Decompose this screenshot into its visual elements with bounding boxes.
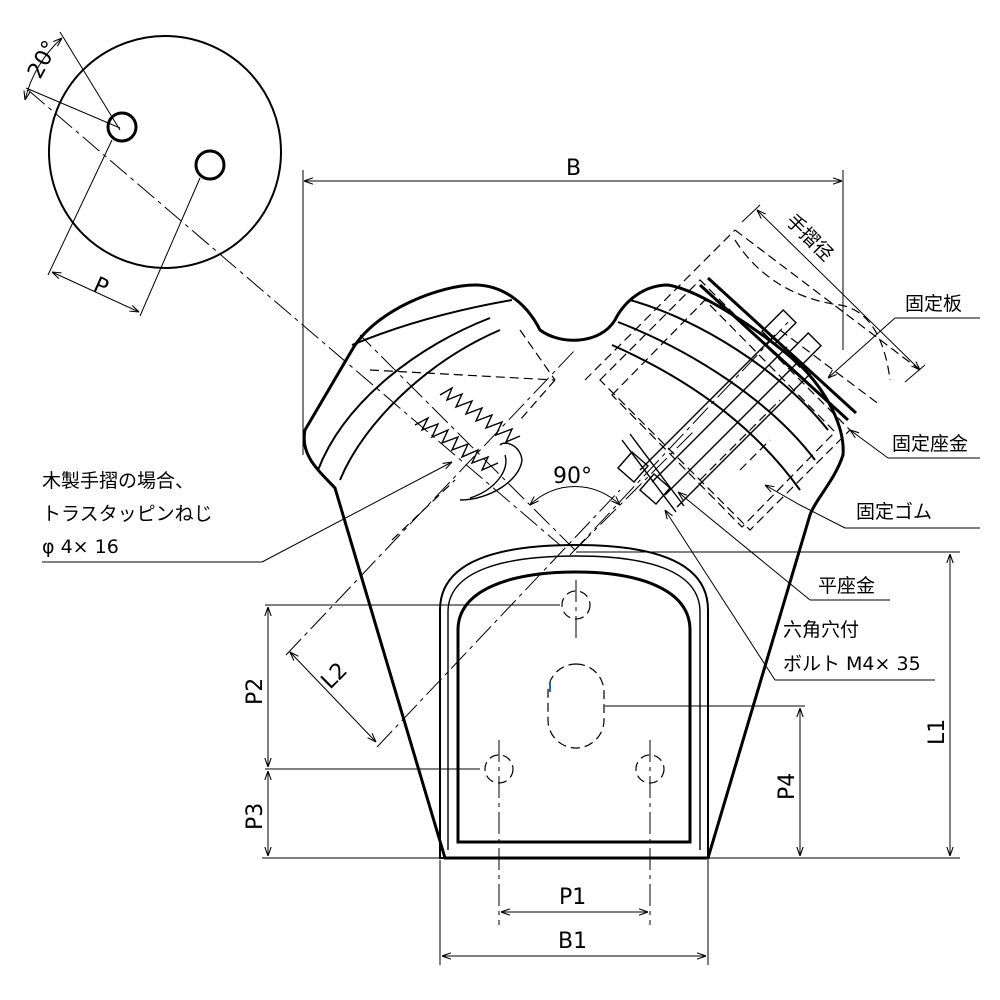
callout-fixing-plate: 固定板 (905, 293, 962, 315)
dim-P1: P1 (501, 885, 648, 912)
dim-B1-label: B1 (558, 929, 587, 954)
callout-wood-line3: φ 4× 16 (42, 536, 119, 558)
dim-P-label: P (90, 273, 112, 301)
callout-hex-bolt-line2: ボルト M4× 35 (783, 653, 921, 675)
angle-20-label: 20° (23, 37, 63, 83)
callout-fixing-rubber: 固定ゴム (856, 501, 932, 523)
dim-handrail-diameter: 手摺径 (734, 204, 926, 383)
dim-L2: L2 (290, 652, 376, 742)
angle-90: 90° (359, 334, 696, 551)
screw-hole-left (106, 111, 138, 143)
callout-leaders (42, 317, 980, 681)
angle-90-label: 90° (553, 464, 592, 489)
callout-hex-bolt-line1: 六角穴付 (783, 619, 859, 641)
dim-L1-label: L1 (925, 719, 950, 745)
callout-fixing-seat-washer: 固定座金 (892, 433, 968, 455)
tapping-screw (414, 386, 523, 501)
dim-B1: B1 (442, 929, 706, 956)
callout-wood-line1: 木製手摺の場合、 (42, 470, 194, 492)
callout-flat-washer: 平座金 (818, 575, 875, 597)
dim-L2-label: L2 (317, 658, 353, 694)
screw-hole-right (194, 149, 226, 181)
end-view-circle (48, 35, 282, 269)
base-plate (262, 543, 960, 965)
base-slot (547, 663, 605, 749)
dim-P2: P2 (243, 607, 268, 767)
left-arm-hidden (285, 329, 621, 748)
dim-L1: L1 (925, 554, 950, 856)
dim-P3-label: P3 (243, 803, 268, 830)
dim-B-label: B (566, 156, 581, 181)
callout-wood-line2: トラスタッピンねじ (42, 503, 213, 525)
dim-B: B (302, 156, 844, 455)
handrail-diameter-label: 手摺径 (781, 210, 837, 266)
dim-P2-label: P2 (243, 678, 268, 705)
dim-P4-label: P4 (775, 773, 800, 800)
end-view: 20° P (23, 31, 561, 546)
dim-P1-label: P1 (559, 885, 586, 910)
dim-P3: P3 (243, 771, 268, 856)
dim-P4: P4 (775, 708, 800, 856)
